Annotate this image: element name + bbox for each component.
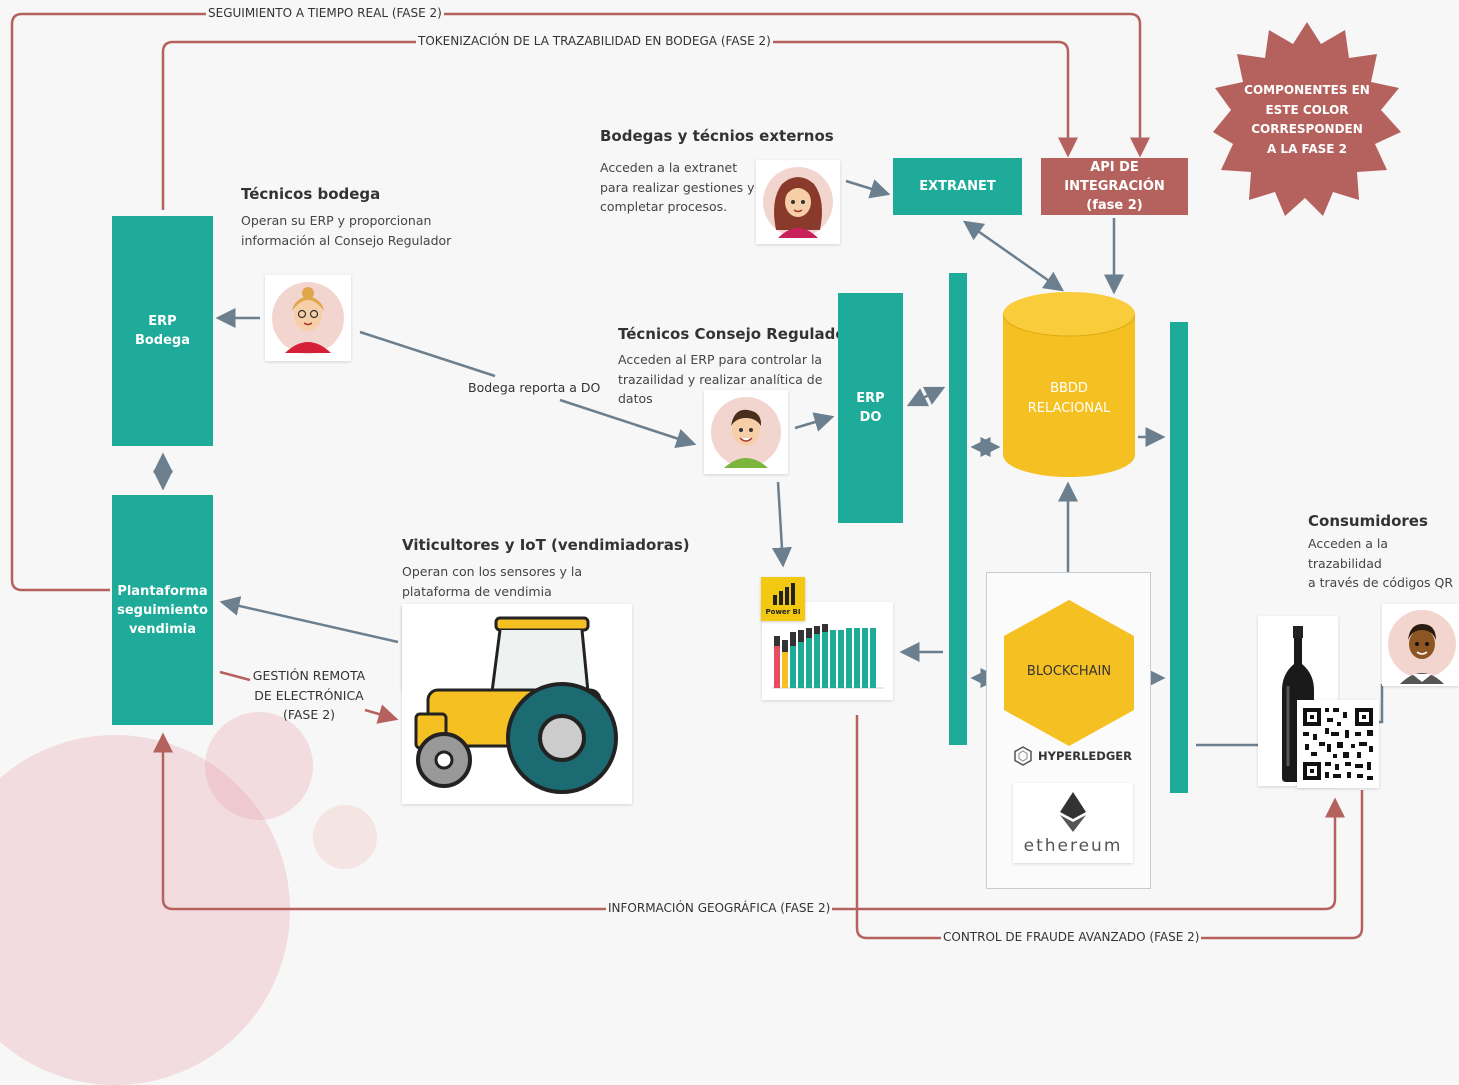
blockchain-hexagon: [1004, 600, 1134, 746]
database-cylinder: [1003, 292, 1135, 477]
extranet-node: EXTRANET: [893, 158, 1022, 215]
bodega-technician-avatar: [265, 275, 351, 361]
ethereum-icon: [1060, 792, 1086, 832]
bodega-title: Técnicos bodega: [241, 185, 381, 203]
powerbi-icon: [761, 577, 805, 621]
erp-do-node: ERP DO: [838, 293, 903, 523]
plataforma-vendimia-node: Plantaforma seguimiento vendimia: [112, 495, 213, 725]
hyperledger-icon: [1013, 746, 1033, 766]
fraud-control-label: CONTROL DE FRAUDE AVANZADO (FASE 2): [941, 930, 1202, 944]
viticultores-title: Viticultores y IoT (vendimiadoras): [402, 536, 690, 554]
tractor-illustration: [402, 604, 632, 804]
consejo-title: Técnicos Consejo Regulador: [618, 325, 854, 343]
powerbi-label: Power BI: [765, 608, 801, 616]
consumidores-desc: Acceden a la trazabilidad a través de có…: [1308, 536, 1454, 590]
realtime-tracking-label: SEGUIMIENTO A TIEMPO REAL (FASE 2): [206, 6, 444, 20]
phase2-badge-shape: [1213, 22, 1401, 216]
geo-info-label: INFORMACIÓN GEOGRÁFICA (FASE 2): [606, 901, 833, 915]
blockchain-label: BLOCKCHAIN: [1026, 664, 1112, 679]
remote-management-label: GESTIÓN REMOTA DE ELECTRÓNICA (FASE 2): [252, 668, 366, 722]
integration-bus-left: [949, 273, 967, 745]
bodega-desc: Operan su ERP y proporcionan información…: [241, 213, 452, 248]
consejo-technician-avatar: [704, 390, 788, 474]
tokenization-label: TOKENIZACIÓN DE LA TRAZABILIDAD EN BODEG…: [416, 34, 773, 48]
bbdd-label: BBDD RELACIONAL: [1027, 381, 1111, 416]
phase2-badge-text: COMPONENTES EN ESTE COLOR CORRESPONDEN A…: [1244, 83, 1370, 156]
consumer-avatar: [1382, 604, 1459, 686]
integration-bus-right: [1170, 322, 1188, 793]
bodega-reporta-label: Bodega reporta a DO: [466, 380, 603, 395]
qr-code: [1297, 700, 1379, 788]
hyperledger-logo-text: HYPERLEDGER: [1038, 749, 1132, 763]
consumidores-title: Consumidores: [1308, 512, 1428, 530]
api-integracion-node: API DE INTEGRACIÓN (fase 2): [1041, 158, 1188, 215]
external-technician-avatar: [756, 160, 840, 244]
externos-title: Bodegas y técnios externos: [600, 127, 834, 145]
consejo-desc: Acceden al ERP para controlar la trazail…: [618, 352, 823, 406]
ethereum-logo-text: ethereum: [1023, 836, 1123, 856]
viticultores-desc: Operan con los sensores y la plataforma …: [402, 564, 583, 599]
erp-bodega-node: ERP Bodega: [112, 216, 213, 446]
externos-desc: Acceden a la extranet para realizar gest…: [600, 160, 755, 214]
